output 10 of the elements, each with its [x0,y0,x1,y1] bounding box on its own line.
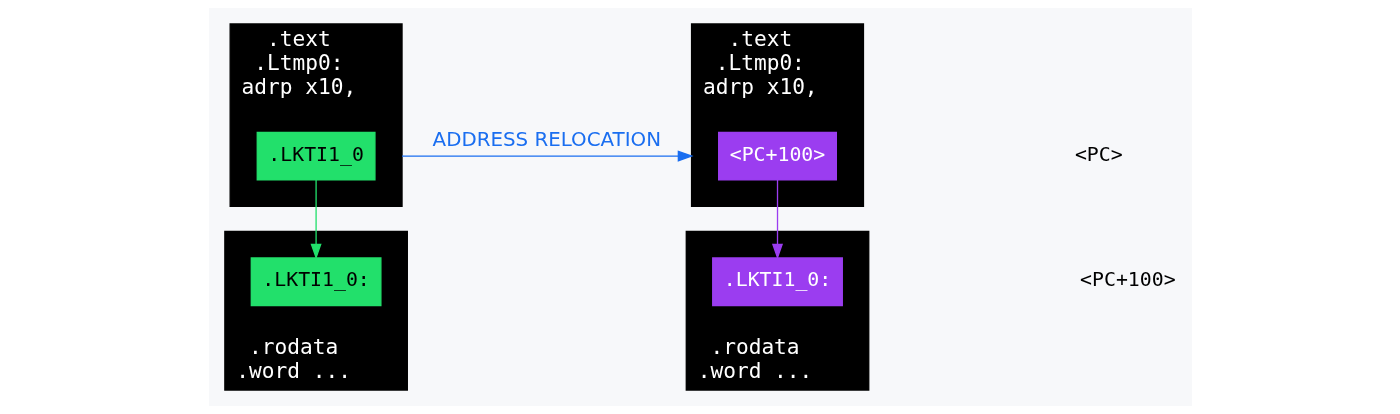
arrow [400,150,694,162]
label: <PC+100> [1079,268,1176,292]
node-box: <PC+100> [717,131,837,181]
edge-label: ADDRESS RELOCATION [432,127,661,151]
arrow [310,179,322,260]
node-box: .LKTI1_0: [711,257,843,307]
node-box: .LKTI1_0: [250,257,382,307]
arrow [771,179,783,260]
node-box: .LKTI1_0 [256,131,376,181]
label: <PC> [1074,142,1123,166]
